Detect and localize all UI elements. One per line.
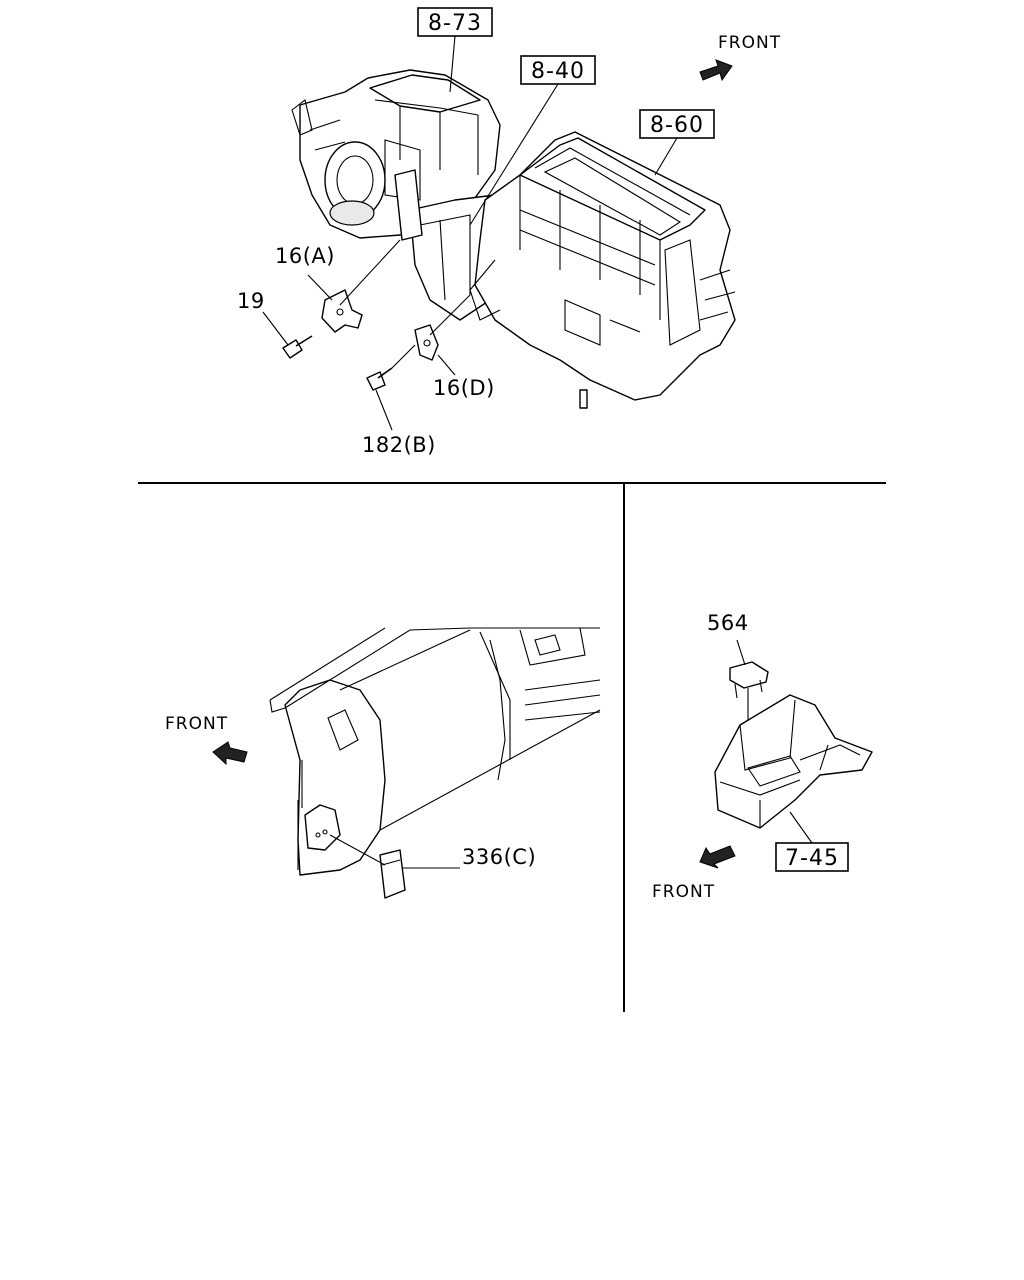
bracket-16a [307, 239, 401, 333]
ref-box-8-60: 8-60 [639, 109, 715, 176]
bracket-16d [414, 294, 471, 376]
front-label-top: FRONT [718, 33, 781, 53]
ref-box-8-73-label: 8-73 [428, 11, 482, 36]
top-panel: 8-73 8-40 8-60 FRONT [237, 7, 781, 457]
callout-182b: 182(B) [362, 433, 436, 457]
ref-box-8-73: 8-73 [417, 7, 493, 93]
callout-19: 19 [237, 289, 265, 313]
ref-box-7-45-label: 7-45 [785, 846, 839, 871]
callout-16a: 16(A) [275, 244, 335, 268]
screw-182b [366, 344, 416, 431]
front-arrow-bottom-left: FRONT [165, 714, 248, 766]
bolt-19 [262, 311, 313, 359]
bracket-336c [329, 834, 460, 899]
front-label-bottom-left: FRONT [165, 714, 228, 734]
ref-box-7-45: 7-45 [775, 811, 849, 872]
front-label-bottom-right: FRONT [652, 882, 715, 902]
front-arrow-icon [699, 59, 733, 82]
clip-564 [729, 639, 769, 765]
front-arrow-icon [699, 845, 736, 869]
ref-box-8-40-label: 8-40 [531, 59, 585, 84]
ref-box-8-40: 8-40 [469, 55, 596, 226]
front-arrow-bottom-right: FRONT [652, 845, 736, 902]
bottom-right-panel: 564 7-45 FRONT [652, 611, 873, 902]
callout-336c: 336(C) [462, 845, 536, 869]
heater-unit-drawing [469, 131, 736, 409]
front-arrow-top: FRONT [699, 33, 781, 82]
ref-box-8-60-label: 8-60 [650, 113, 704, 138]
callout-564: 564 [707, 611, 749, 635]
blower-unit-drawing [291, 69, 501, 239]
dashboard-drawing [269, 627, 601, 876]
front-arrow-icon [212, 741, 248, 766]
console-drawing [714, 694, 873, 829]
callout-16d: 16(D) [433, 376, 495, 400]
bottom-left-panel: 336(C) FRONT [165, 627, 601, 899]
